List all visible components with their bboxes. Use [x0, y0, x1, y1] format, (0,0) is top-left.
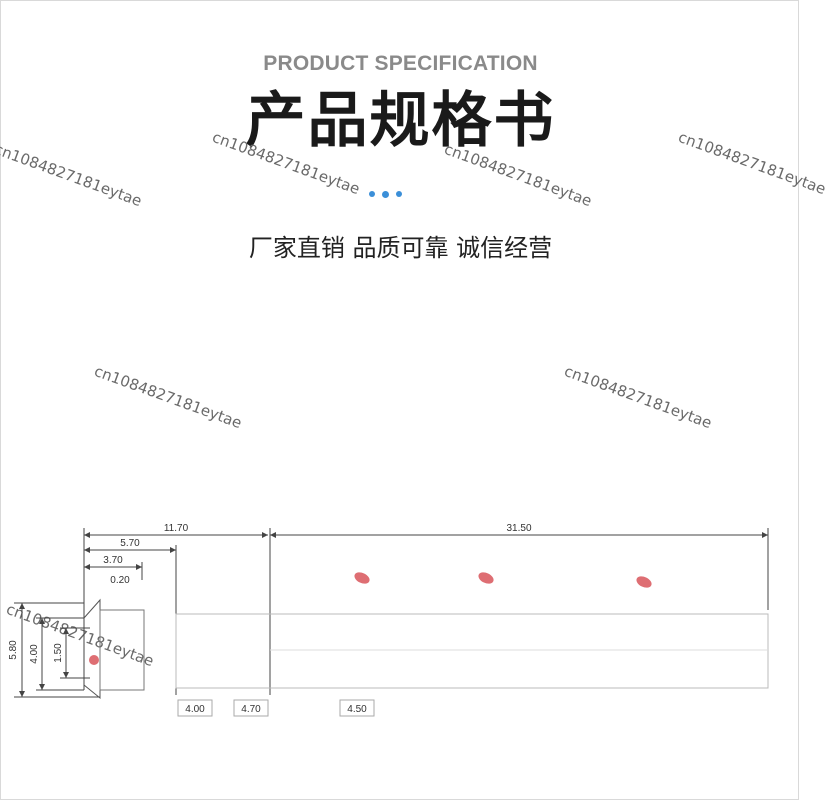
- box-text-4-70: 4.70: [241, 704, 261, 715]
- dim-text-4-00: 4.00: [29, 644, 40, 664]
- title-chinese: 产品规格书: [245, 86, 556, 156]
- dim-text-11-70: 11.70: [164, 523, 189, 534]
- page-frame: [0, 0, 799, 800]
- title-divider-dots: [369, 189, 439, 199]
- red-mark: [636, 576, 652, 588]
- dim-text-5-80: 5.80: [8, 640, 19, 660]
- red-mark: [478, 572, 494, 584]
- red-mark: [354, 572, 370, 584]
- box-text-4-50: 4.50: [347, 704, 367, 715]
- divider-dot: [382, 190, 389, 198]
- divider-dot: [369, 191, 375, 197]
- dim-text-5-70: 5.70: [120, 538, 140, 549]
- red-mark: [89, 655, 99, 665]
- dim-text-31-50: 31.50: [506, 523, 531, 534]
- box-text-4-00: 4.00: [185, 704, 205, 715]
- dim-text-0-20: 0.20: [110, 575, 130, 586]
- dim-box-4-70: [233, 699, 269, 717]
- product-technical-drawing: 11.70 31.50 5.70 3.70 0.20 5.80 4.00 1.5…: [8, 523, 769, 717]
- dim-box-4-50: [339, 699, 375, 717]
- dim-text-1-50: 1.50: [53, 643, 64, 663]
- dim-box-4-00: [177, 699, 213, 717]
- title-english: PRODUCT SPECIFICATION: [263, 52, 538, 75]
- slogan: 厂家直销 品质可靠 诚信经营: [248, 234, 553, 262]
- dim-text-3-70: 3.70: [103, 555, 123, 566]
- divider-dot: [396, 191, 402, 197]
